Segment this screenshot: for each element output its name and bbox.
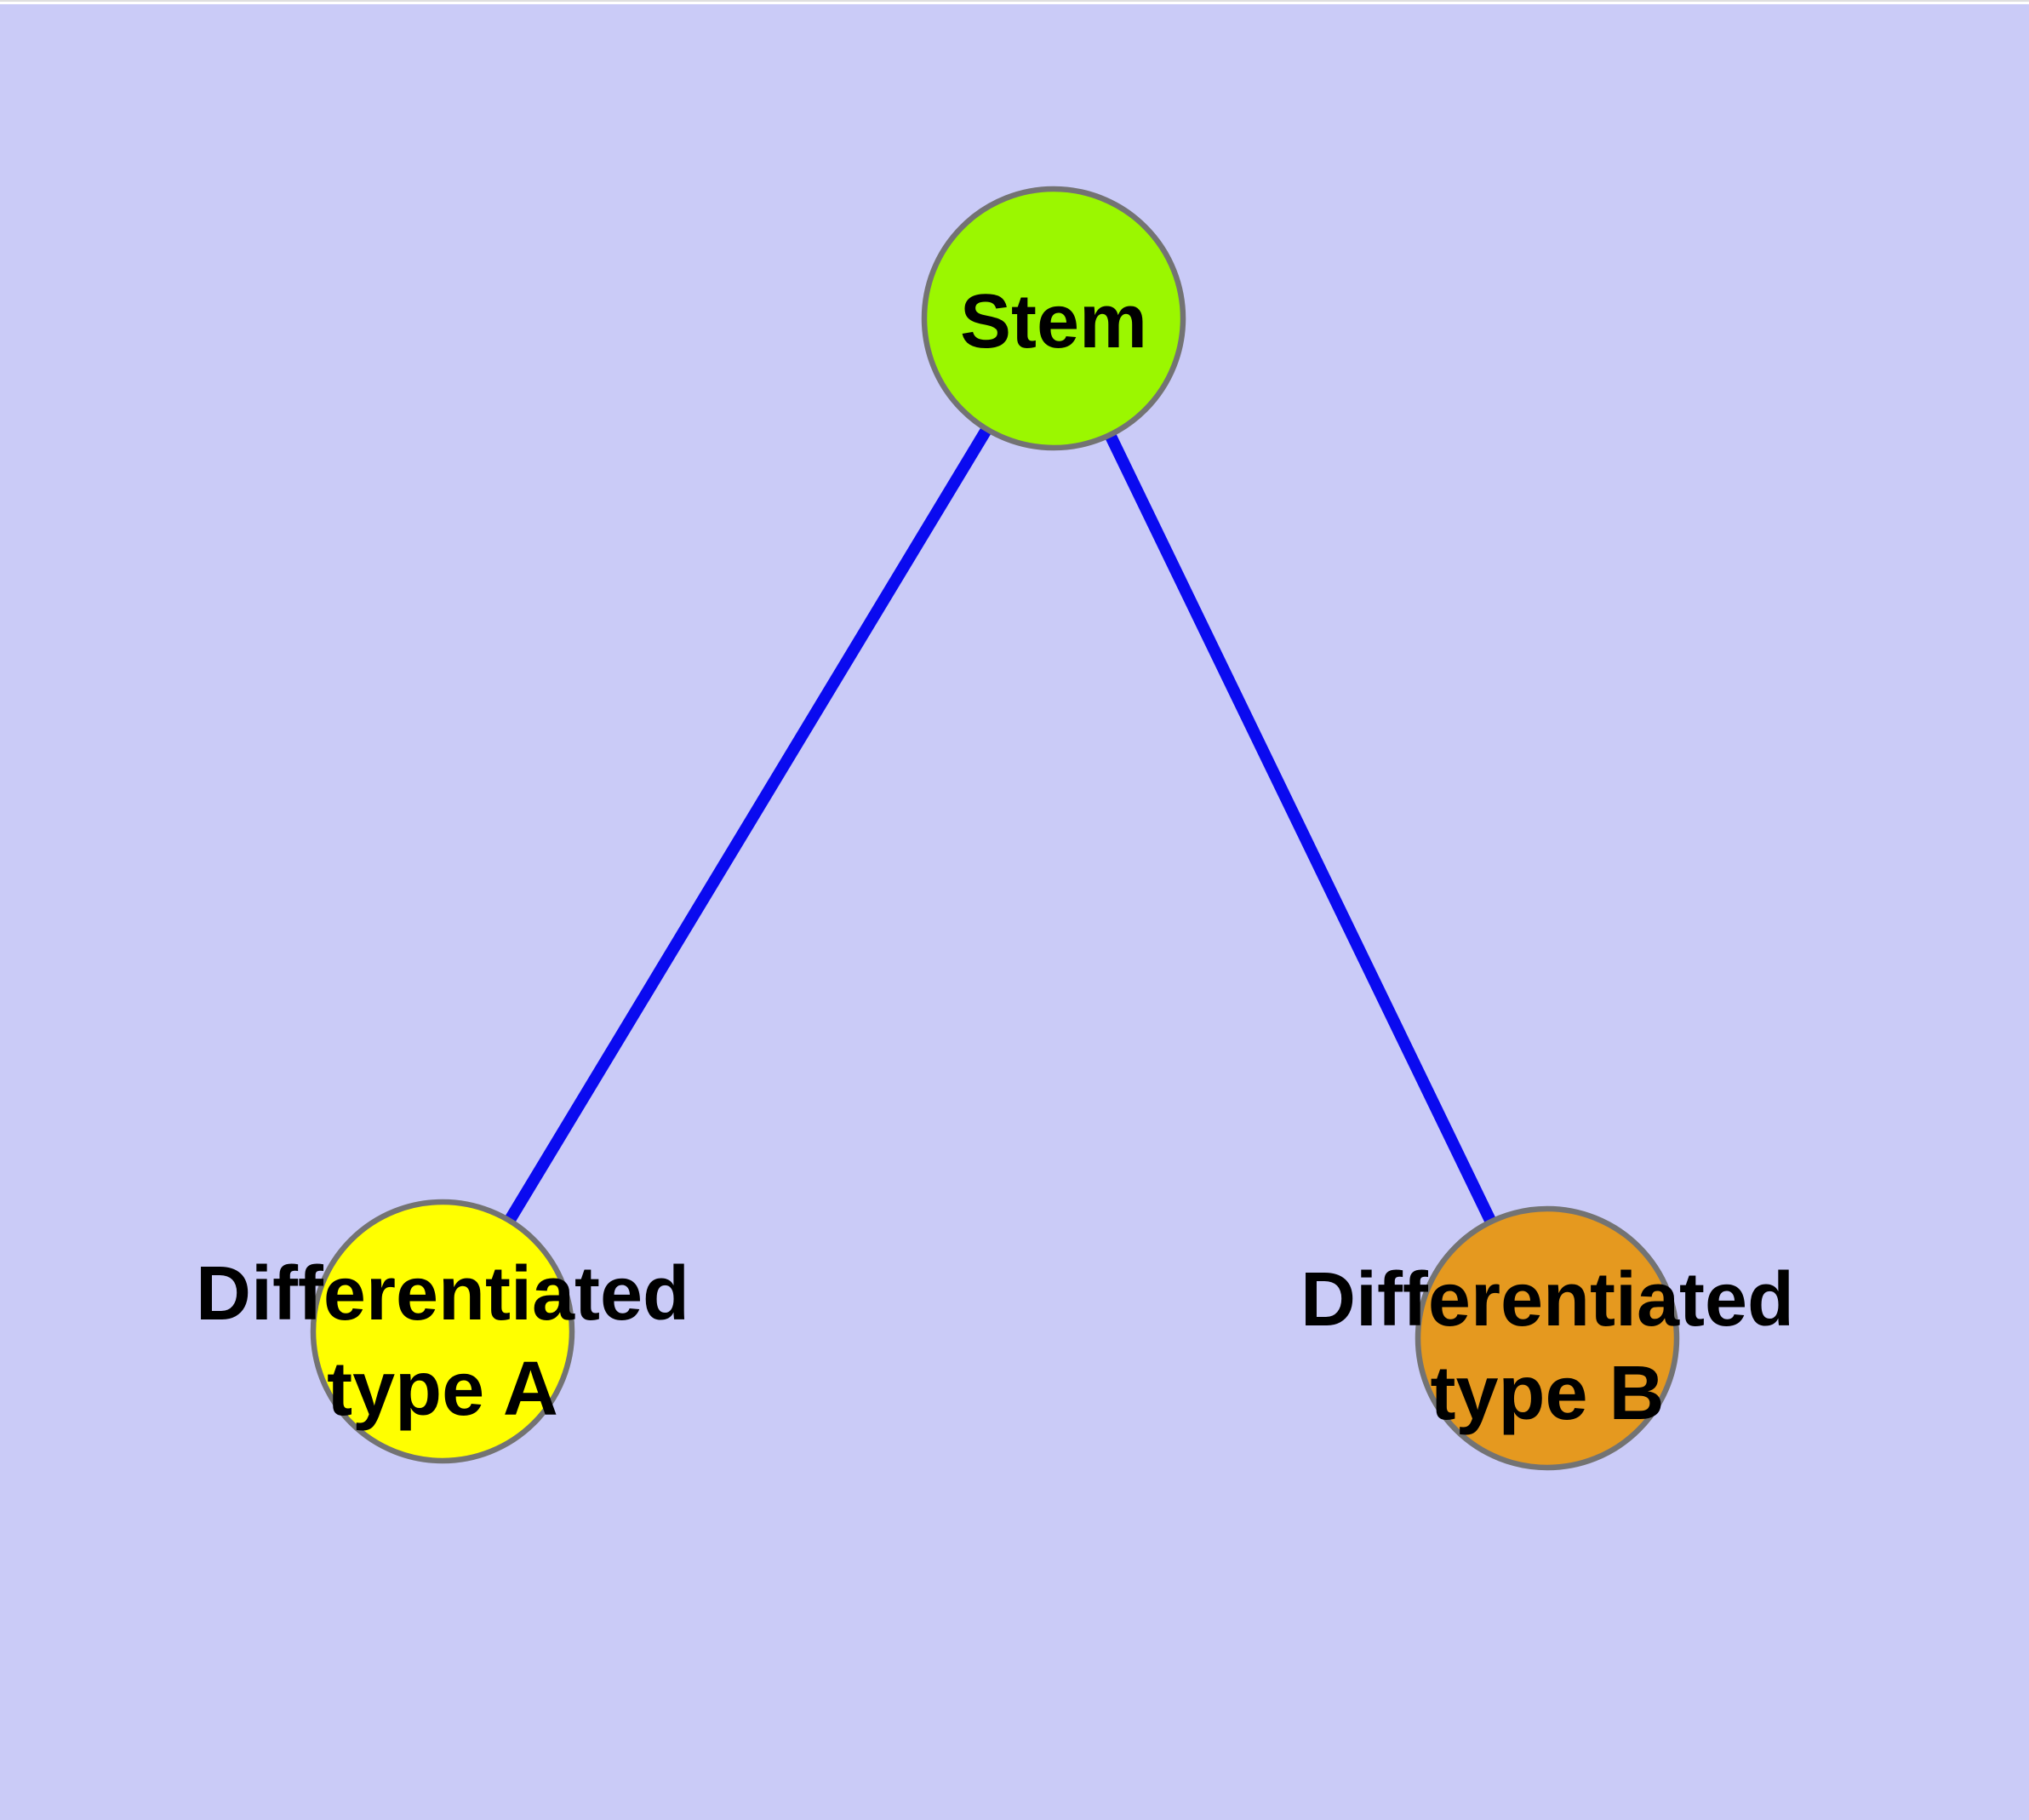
node-stem-circle <box>921 186 1186 451</box>
node-differentiated-type-b-circle <box>1415 1205 1680 1471</box>
node-differentiated-type-b-label-line1: Differentiated <box>1300 1257 1794 1342</box>
node-differentiated-type-a: Differentiated type A <box>196 1199 689 1464</box>
node-differentiated-type-b-label-line2: type B <box>1430 1351 1664 1436</box>
edge-stem-to-type-b <box>1048 315 1553 1342</box>
top-border-artifact <box>0 0 2029 2</box>
node-stem-label: Stem <box>960 279 1147 364</box>
node-differentiated-type-b: Differentiated type B <box>1300 1205 1794 1471</box>
node-differentiated-type-a-label-line1: Differentiated <box>196 1251 689 1336</box>
edge-layer <box>437 315 1553 1342</box>
node-differentiated-type-a-label-line2: type A <box>327 1347 558 1432</box>
top-border-artifact-inner <box>0 2 2029 4</box>
node-differentiated-type-a-circle <box>310 1199 575 1464</box>
edge-stem-to-type-a <box>437 315 1059 1335</box>
node-stem: Stem <box>921 186 1186 451</box>
